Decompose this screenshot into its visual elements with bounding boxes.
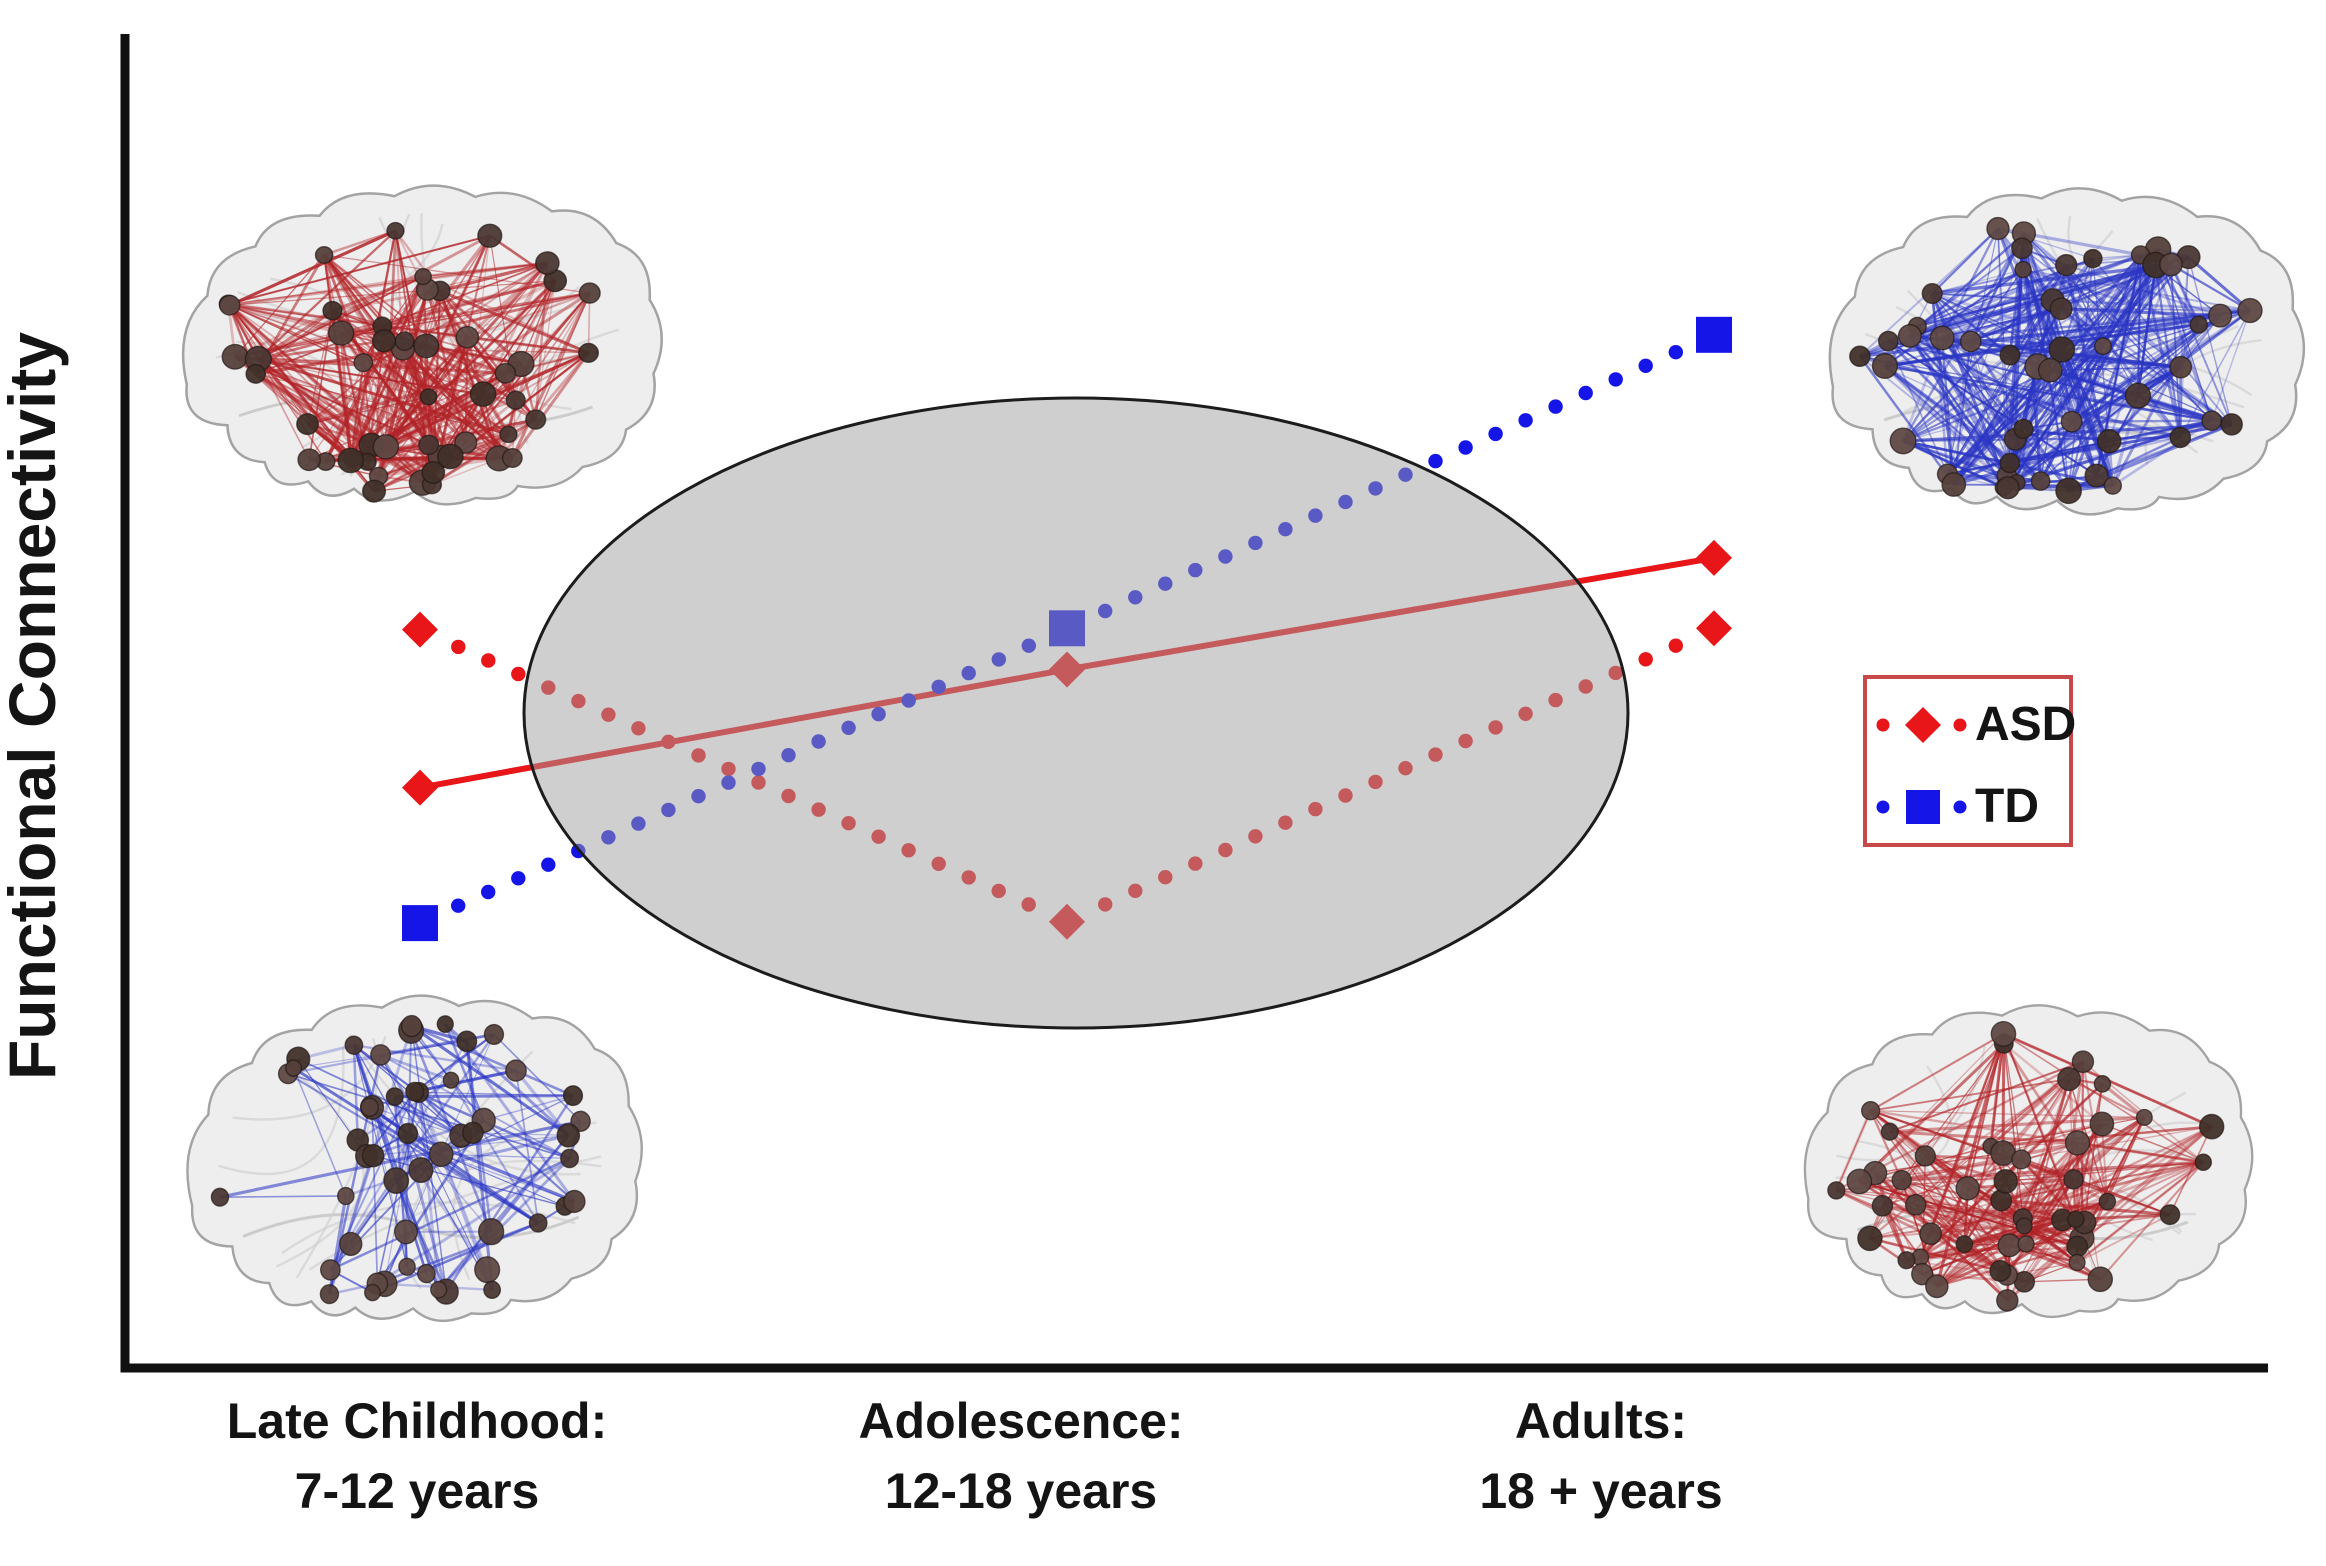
brain-connectome-image [181, 184, 663, 506]
x-tick-adults-line1: Adults: [1515, 1393, 1687, 1449]
brain-bottom-left [155, 958, 665, 1366]
x-tick-adolescence-line1: Adolescence: [858, 1393, 1183, 1449]
legend-item-asd: ASD [1875, 698, 2077, 751]
diamond-icon [1876, 707, 1967, 743]
connectivity-nodes [218, 221, 601, 503]
square-icon [1876, 790, 1967, 824]
brain-top-left [156, 155, 679, 541]
td-dotted-marker-left [402, 905, 438, 942]
axis-lines [120, 34, 2268, 1373]
legend-item-td: TD [1875, 780, 2039, 833]
brain-connectome-image [1803, 1004, 2254, 1319]
brain-connectome-image [1828, 187, 2306, 516]
brain-top-right [1806, 161, 2319, 546]
x-tick-late-childhood-line1: Late Childhood: [227, 1393, 608, 1449]
asd-solid-marker-left [402, 769, 438, 806]
adolescence-highlight-layer [522, 396, 1630, 1030]
x-tick-late-childhood-line2: 7-12 years [295, 1463, 540, 1519]
highlight-ellipse [522, 396, 1630, 1030]
td-legend-label: TD [1975, 780, 2039, 833]
connectivity-nodes [1827, 1020, 2225, 1312]
x-tick-adults-line2: 18 + years [1479, 1463, 1722, 1519]
connectivity-nodes [210, 1014, 591, 1305]
y-axis-title: Functional Connectivity [0, 332, 69, 1080]
brain-connectome-image [186, 994, 643, 1323]
td-dotted-marker-right [1696, 316, 1732, 353]
asd-legend-label: ASD [1975, 698, 2077, 751]
legend: ASD TD [1863, 675, 2077, 847]
td-dotted-square-icon [1875, 785, 1967, 829]
brain-bottom-right [1779, 976, 2269, 1352]
asd-solid-marker-right [1696, 539, 1732, 576]
asd-dotted-marker-left [402, 611, 438, 648]
asd-dotted-diamond-icon [1875, 703, 1967, 747]
asd-dotted-marker-right [1696, 610, 1732, 647]
axes-and-markers-layer [120, 34, 2268, 1373]
x-tick-adolescence-line2: 12-18 years [885, 1463, 1157, 1519]
connectivity-nodes [1849, 216, 2263, 505]
